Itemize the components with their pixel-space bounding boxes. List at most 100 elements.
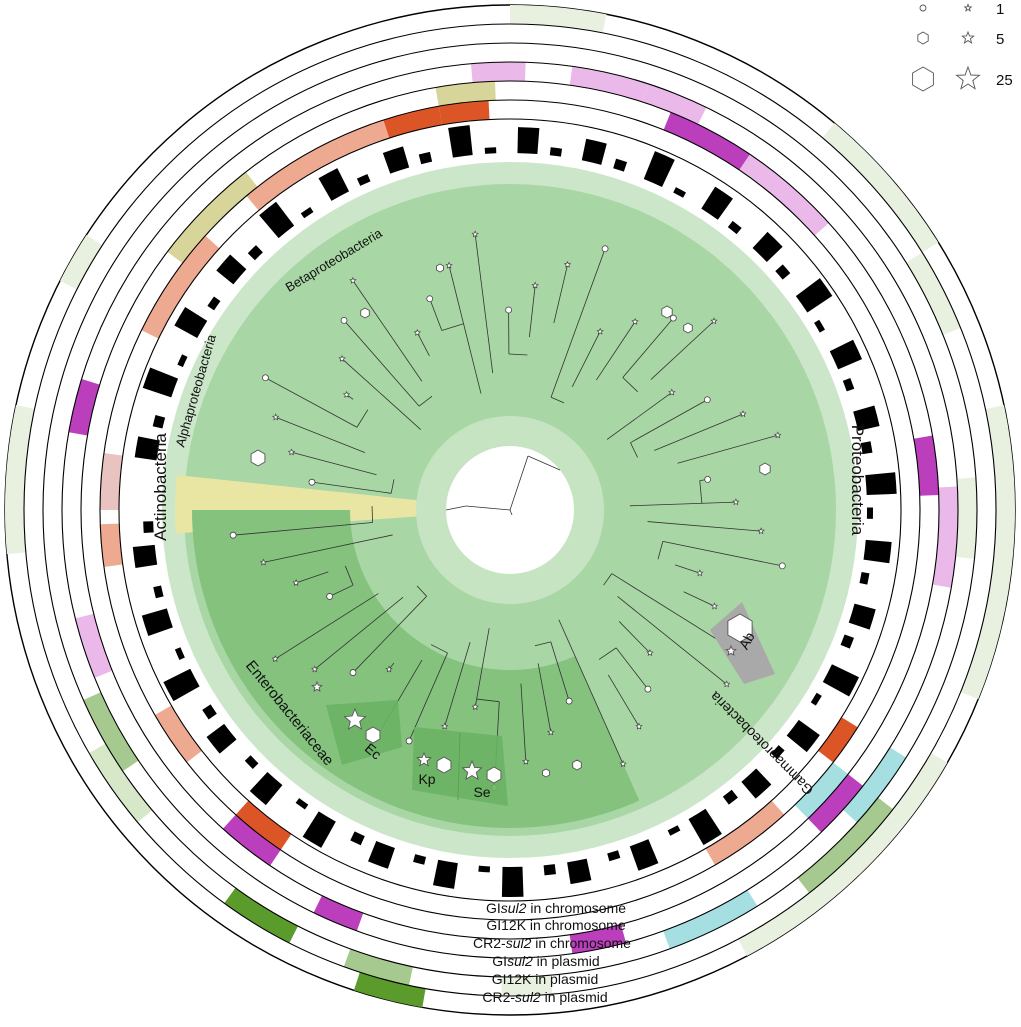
branch (550, 396, 565, 404)
ring-segment (569, 66, 649, 102)
legend-star-medium-icon (961, 30, 975, 44)
branch (476, 698, 500, 703)
count-bar (202, 704, 217, 720)
count-bar (814, 319, 825, 333)
ring-segment (501, 975, 553, 996)
tip-star (349, 276, 357, 284)
count-bar (356, 174, 371, 186)
count-bar (318, 168, 350, 201)
legend-label-1: 1 (996, 1, 1004, 18)
count-bar (771, 745, 785, 759)
count-bar (613, 158, 628, 172)
tip-circle (308, 478, 316, 486)
ring-segment (642, 83, 707, 125)
ring-segment (68, 379, 100, 436)
tip-circle (340, 316, 348, 324)
abundance-hexagon (542, 768, 550, 778)
tip-star (631, 317, 639, 325)
branch (528, 285, 536, 338)
count-bar (775, 264, 791, 280)
count-bar (142, 367, 179, 398)
ring-boundaries (23, 23, 997, 997)
branch (416, 585, 427, 597)
ring-boundary (118, 118, 902, 902)
count-bar (152, 415, 166, 429)
count-bar (448, 125, 473, 158)
tip-star (471, 703, 479, 711)
abundance-star (343, 707, 367, 730)
tip-circle (565, 697, 573, 705)
branch (408, 652, 448, 742)
branch (622, 317, 674, 378)
count-bar (866, 507, 873, 519)
branch (352, 596, 427, 673)
ring-label-gisul2-plasmid: GIsul2 in plasmid (492, 953, 599, 969)
count-bar (741, 768, 772, 799)
count-bar (163, 668, 200, 702)
tip-star (385, 665, 393, 673)
branch (527, 455, 561, 471)
branch (474, 234, 494, 374)
tip-circle (644, 685, 652, 693)
ring-segment (89, 743, 153, 823)
count-bar (786, 719, 820, 753)
tip-star (259, 558, 268, 566)
tip-star (646, 649, 654, 656)
branch (622, 377, 638, 393)
tip-circle (601, 245, 609, 253)
ring-segment (913, 435, 939, 496)
count-bar (484, 147, 497, 154)
branch (550, 641, 570, 702)
count-bar (688, 808, 722, 846)
count-bar (863, 539, 892, 564)
highlight-kp-se (412, 727, 508, 806)
count-bar (300, 206, 314, 219)
branch (445, 505, 467, 511)
ring-segment (313, 895, 364, 931)
tip-star (413, 328, 422, 336)
branch (615, 647, 649, 690)
ring-segment (705, 800, 785, 866)
ring-segment (818, 717, 858, 763)
tip-circle (704, 476, 712, 483)
count-bar (350, 831, 365, 846)
branch (291, 451, 377, 476)
ring-segment (222, 814, 281, 866)
tip-star (311, 665, 319, 673)
branch (607, 674, 640, 727)
count-bar (249, 771, 283, 806)
enterobacteriaceae-wedge (192, 510, 640, 828)
count-bar (701, 186, 733, 220)
count-bar (865, 472, 897, 496)
tip-circle (405, 737, 413, 745)
branch (654, 413, 744, 451)
legend-label-25: 25 (996, 72, 1013, 89)
tip-star (563, 260, 572, 268)
abundance-hexagon (727, 613, 753, 643)
taxon-ab: Ab (736, 629, 758, 652)
legend: 1 5 25 (912, 1, 1013, 92)
ring-boundary (42, 42, 978, 978)
branch (598, 647, 617, 660)
tip-star (547, 728, 555, 736)
branch (275, 593, 379, 660)
tip-circle (505, 306, 513, 314)
branch (677, 434, 778, 464)
branch (444, 641, 471, 727)
ring-label-gi12k-plasmid: GI12K in plasmid (492, 971, 599, 987)
count-bar (667, 825, 681, 836)
branch (662, 540, 783, 567)
legend-label-5: 5 (996, 31, 1004, 48)
count-bar (727, 220, 742, 235)
ring-segment (842, 747, 907, 823)
abundance-hexagon (250, 449, 266, 467)
tip-star (774, 431, 782, 439)
tip-star (342, 390, 351, 398)
ring-segment (435, 81, 496, 107)
label-proteobacteria: Proteobacteria (848, 425, 867, 536)
ring-label-gisul2-chromosome: GIsul2 in chromosome (486, 900, 626, 916)
ring-segment (955, 477, 977, 559)
count-bar (722, 789, 738, 805)
count-bar (132, 544, 158, 568)
branch (311, 481, 392, 494)
